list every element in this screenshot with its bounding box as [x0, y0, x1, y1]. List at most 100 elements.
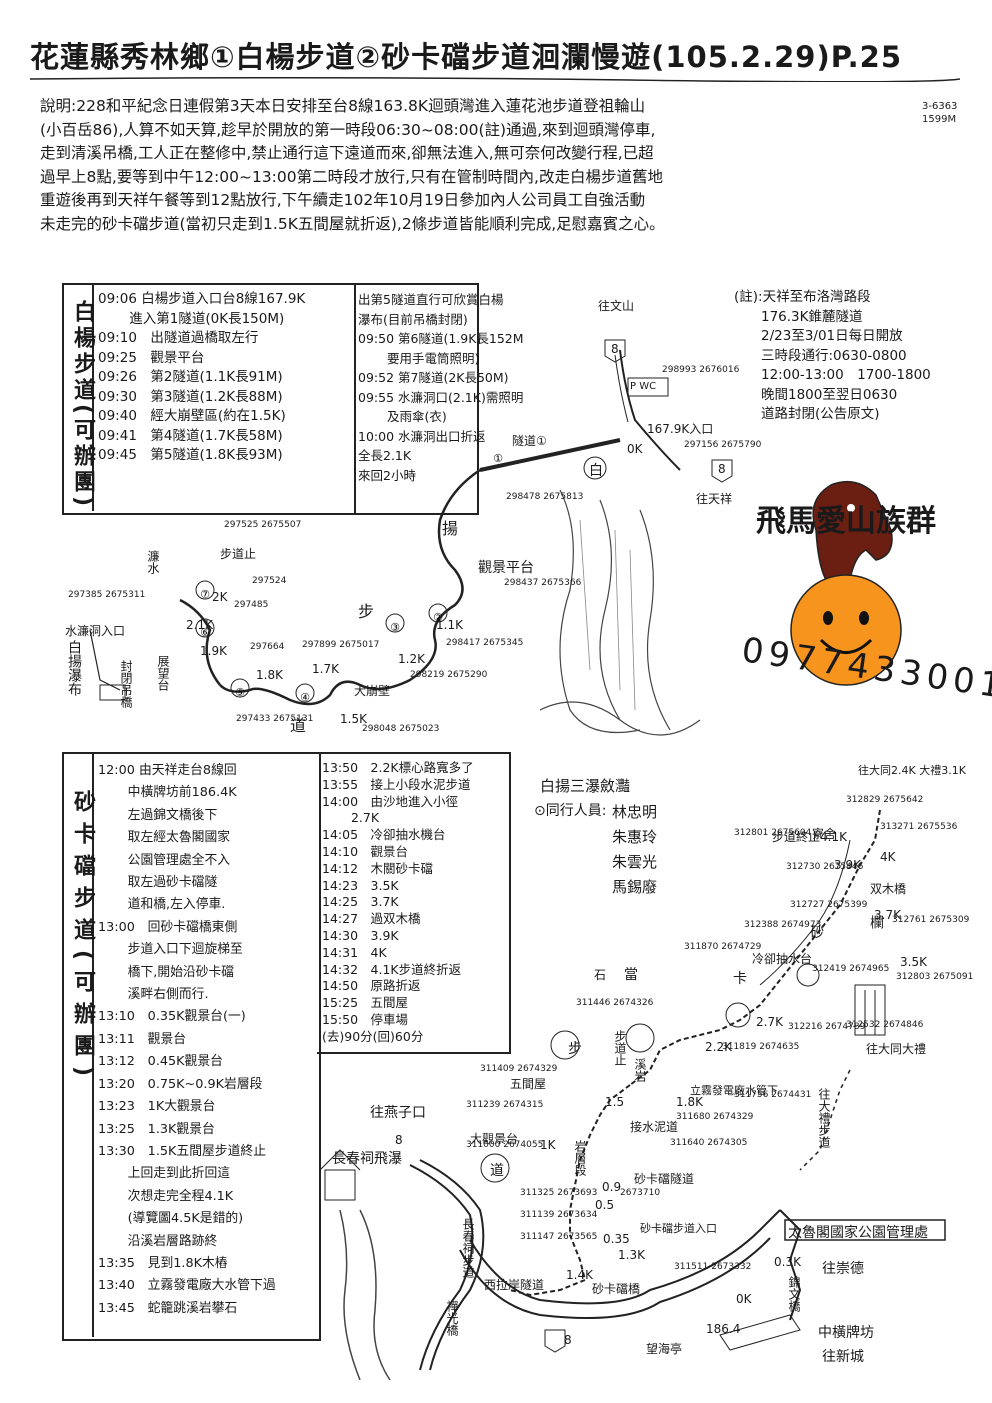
label-0-35: 0.35 [603, 1232, 630, 1246]
label-shed: 寮舍 [812, 827, 837, 841]
coord-s24: 311511 2673332 [674, 1262, 752, 1272]
footnote-line: 晚間1800至翌日0630 [734, 386, 898, 403]
log-line: 13:12 0.45K觀景台 [98, 1054, 223, 1070]
coord-s17: 311239 2674315 [466, 1100, 544, 1110]
members-list: 林忠明 朱惠玲 朱雲光 馬錫廢 [612, 800, 657, 900]
label-1-8k-s: 1.8K [676, 1095, 703, 1109]
label-power-plant: 立霧發電廠水管下 [690, 1084, 778, 1097]
label-to-chongde: 往崇德 [822, 1261, 864, 1277]
log-line: 取左經太魯閣國家 [98, 830, 231, 846]
coord-s6: 312761 2675309 [892, 915, 970, 925]
log-line: 道和橋,左入停車. [98, 897, 226, 913]
label-to-yanzikou: 往燕子口 [370, 1105, 426, 1121]
shakadang-label-column [62, 752, 94, 1337]
log-line: 14:25 3.7K [322, 894, 399, 910]
label-to-wenshan: 往文山 [598, 299, 635, 313]
label-0-5: 0.5 [595, 1198, 615, 1212]
log-line: 次想走完全程4.1K [98, 1188, 234, 1204]
tunnel6-marker [195, 618, 215, 638]
coord-s19: 311680 2674329 [676, 1112, 754, 1122]
tunnel-number-label: ⑤ [235, 686, 245, 699]
baiyang-label-column [62, 283, 94, 511]
coord-s21: 311325 2673693 [520, 1188, 598, 1198]
label-trail-end-4-1k: 步道終止4.1K [772, 830, 847, 844]
coord-s1: 312829 2675642 [846, 795, 924, 805]
log-line: 09:52 第7隧道(2K長50M) [358, 370, 509, 385]
label-gate: 中橫牌坊 [818, 1325, 874, 1341]
log-line: 13:25 1.3K觀景台 [98, 1121, 215, 1137]
log-line: 進入第1隧道(0K長150M) [98, 310, 285, 327]
coord-k: 297485 [234, 600, 269, 610]
log-line: 15:25 五間屋 [322, 995, 409, 1011]
coord-g: 297433 2675131 [236, 714, 314, 724]
coord-s22: 311139 2673634 [520, 1210, 598, 1220]
log-line: 09:06 白楊步道入口台8線167.9K [98, 291, 306, 307]
coord-s18: 311000 2674055 [466, 1140, 544, 1150]
label-suspension-bridge: 封閉吊橋 [119, 660, 133, 708]
baiyang-trail [219, 468, 481, 706]
label-water-curtain-entrance: 水濂洞入口 [65, 624, 126, 638]
coord-s5: 312727 2675399 [790, 900, 868, 910]
label-hq: 太魯閣國家公園管理處 [788, 1225, 928, 1241]
member-name: 馬錫廢 [612, 878, 658, 896]
label-wujianwu: 五間屋 [510, 1077, 547, 1091]
summit-coord: 3-6363 [922, 101, 958, 112]
coord-h: 297525 2675507 [224, 520, 302, 530]
tunnel-number-label: ⑦ [200, 588, 210, 601]
label-1-3k: 1.3K [618, 1248, 645, 1262]
label-wc: P WC [630, 381, 657, 392]
log-line: 公園管理處全不入 [98, 852, 231, 868]
coord-l: 297664 [250, 642, 285, 652]
log-line: 09:25 觀景平台 [98, 349, 205, 366]
label-1-9k: 1.9K [200, 644, 227, 658]
tunnel2-marker [428, 603, 448, 623]
coord-a: 298993 2676016 [662, 365, 740, 375]
coord-s25: 2673710 [620, 1188, 661, 1198]
log-line: 上回走到此折回這 [98, 1166, 231, 1182]
footnote: (註):天祥至布洛灣路段 176.3K錐麓隧道 2/23至3/01日每日開放 三… [734, 288, 931, 425]
shakadang-log-left: 12:00 由天祥走台8線回 中橫牌坊前186.4K 左過錦文橋後下 取左經太魯… [98, 760, 276, 1320]
coord-n: 298048 2675023 [362, 724, 440, 734]
coord-d: 298437 2675366 [504, 578, 582, 588]
description-line: 未走完的砂卡礑步道(當初只走到1.5K五間屋就折返),2條步道皆能順利完成,足慰… [40, 214, 665, 233]
log-line: 09:50 第6隧道(1.9K長152M [358, 331, 524, 346]
coord-s4: 312730 2675446 [786, 862, 864, 872]
description-line: 重遊後再到天祥午餐等到12點放行,下午續走102年10月19日參加內人公司員工自… [40, 191, 646, 209]
route8-shield-bottom: 8 [718, 462, 726, 476]
label-1-5k: 1.5K [340, 712, 367, 726]
shakadang-label: 砂卡礑步道(可辦團) [70, 790, 95, 1087]
log-line: 15:50 停車場 [322, 1011, 409, 1027]
log-line: 13:20 0.75K~0.9K岩層段 [98, 1076, 263, 1092]
label-water-curtain: 濂水 [146, 550, 160, 574]
logo-text: 飛馬愛山族群 [756, 504, 936, 539]
label-3-5k: 3.5K [900, 955, 927, 969]
log-line: (導覽圖4.5K是錯的) [98, 1211, 244, 1227]
log-line: 10:00 水濂洞出口折返 [358, 428, 486, 444]
summit-altitude: 3-6363 1599M [922, 100, 957, 126]
log-line: 沿溪岩層路跡終 [98, 1233, 218, 1249]
footnote-line: 176.3K錐麓隧道 [734, 308, 863, 325]
log-line: 14:31 4K [322, 944, 387, 960]
label-dali-trail: 往大禮步道 [817, 1088, 831, 1148]
label-to-xincheng: 往新城 [822, 1349, 864, 1365]
description-line: 過早上8點,要等到中午12:00~13:00第二時段才放行,只有在管制時間內,改… [40, 167, 663, 186]
label-bai: 白 [589, 463, 603, 479]
label-0-3k: 0.3K [774, 1255, 801, 1269]
label-1-8k: 1.8K [256, 668, 283, 682]
label-changchun: 長春祠飛瀑 [332, 1151, 402, 1167]
coord-s16: 311409 2674329 [480, 1064, 558, 1074]
label-dao2: 道 [490, 1163, 504, 1179]
description-line: 走到清溪吊橋,工人正在整修中,禁止通行這下遠道而來,卻無法進入,無可奈何改變行程… [40, 144, 654, 162]
log-line: 要用手電筒照明) [358, 350, 480, 366]
shakadang-map [320, 809, 946, 1380]
label-to-datong: 往大同2.4K 大禮3.1K [858, 764, 966, 777]
label-tunnel1: 隧道① [512, 434, 547, 448]
log-line: 09:30 第3隧道(1.2K長88M) [98, 388, 283, 405]
page-title: 花蓮縣秀林鄉①白楊步道②砂卡礑步道洄瀾慢遊(105.2.29)P.25 [30, 40, 903, 74]
log-line: 13:55 接上小段水泥步道 [322, 776, 471, 792]
footnote-line: 2/23至3/01日每日開放 [734, 328, 903, 344]
label-1-1k: 1.1K [436, 618, 463, 632]
footnote-line: (註):天祥至布洛灣路段 [734, 289, 871, 305]
log-line: 09:40 經大崩壁區(約在1.5K) [98, 408, 286, 424]
